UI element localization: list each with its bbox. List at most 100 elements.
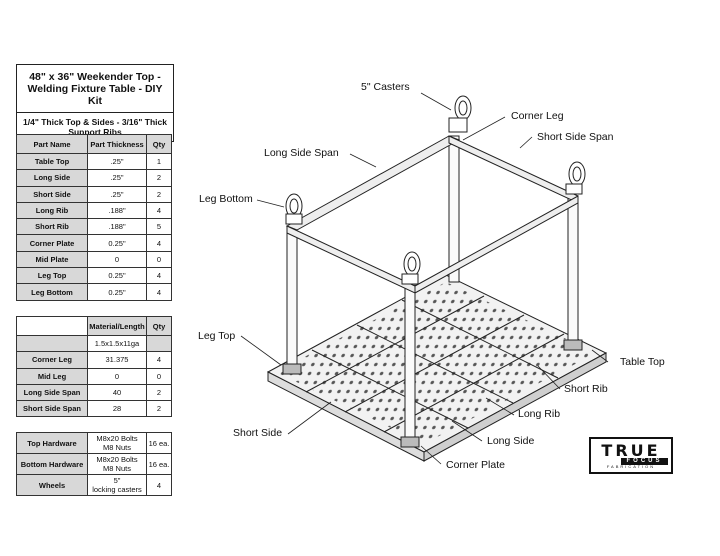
frame-qty: 2: [146, 383, 172, 402]
frame-qty: 0: [146, 367, 172, 385]
label-corner-plate: Corner Plate: [446, 459, 505, 471]
leader-corner-plate: [420, 445, 442, 465]
frame-part-name: Long Side Span: [16, 383, 88, 402]
parts-header-name: Part Name: [16, 134, 88, 154]
hardware-spec-line1: M8x20 Bolts: [96, 434, 138, 443]
caster: [565, 161, 586, 195]
frame-length: 0: [87, 367, 147, 385]
part-thickness: .25": [87, 169, 147, 187]
hardware-name: Top Hardware: [16, 432, 88, 454]
long-rib: [311, 349, 469, 429]
part-thickness: .188": [87, 218, 147, 236]
label-long-side-span: Long Side Span: [264, 147, 339, 159]
hardware-spec: 5"locking casters: [87, 474, 147, 496]
table-row: Wheels 5"locking casters 4: [16, 474, 172, 496]
frame-header-blank: [16, 316, 88, 336]
table-row: 1.5x1.5x11ga: [16, 334, 172, 353]
part-name: Long Side: [16, 169, 88, 187]
frame-part-name: Mid Leg: [16, 367, 88, 385]
corner-plate: [563, 339, 583, 351]
brand-logo: TRUE FOCUS FABRICATION: [589, 437, 673, 474]
corner-leg: [286, 225, 298, 369]
hardware-qty: 4: [146, 474, 172, 496]
part-thickness: 0.25": [87, 234, 147, 252]
logo-sub: FOCUS: [621, 458, 668, 465]
hardware-spec-line2: locking casters: [92, 485, 142, 494]
caster: [285, 193, 303, 225]
leader-short-side: [287, 401, 332, 435]
short-side-span: [286, 225, 416, 294]
part-qty: 1: [146, 152, 172, 171]
table-row: Long Side.25"2: [16, 169, 172, 187]
part-thickness: 0.25": [87, 267, 147, 285]
hardware-spec-line2: M8 Nuts: [103, 464, 131, 473]
hardware-spec-line2: M8 Nuts: [103, 443, 131, 452]
part-name: Table Top: [16, 152, 88, 171]
frame-part-name: Short Side Span: [16, 400, 88, 418]
hardware-name: Wheels: [16, 474, 88, 496]
frame-length: 31.375: [87, 351, 147, 369]
label-long-rib: Long Rib: [518, 408, 561, 420]
frame-qty: 4: [146, 351, 172, 369]
leader-long-rib: [485, 397, 515, 416]
corner-leg: [448, 135, 460, 283]
long-rib: [356, 324, 514, 404]
label-casters: 5" Casters: [361, 81, 410, 93]
label-short-side: Short Side: [233, 427, 283, 439]
label-leg-bottom: Leg Bottom: [199, 193, 253, 205]
part-name: Leg Top: [16, 267, 88, 285]
leader-casters: [420, 92, 452, 111]
leader-leg-bottom: [256, 199, 285, 208]
hardware-qty: 16 ea.: [146, 432, 172, 454]
corner-leg: [404, 283, 416, 443]
part-thickness: .188": [87, 201, 147, 220]
frame-header-row: Material/Length Qty: [16, 316, 172, 336]
table-row: Table Top.25"1: [16, 152, 172, 171]
part-thickness: 0.25": [87, 283, 147, 301]
label-corner-leg: Corner Leg: [511, 110, 564, 122]
parts-header-qty: Qty: [146, 134, 172, 154]
part-name: Corner Plate: [16, 234, 88, 252]
hardware-qty: 16 ea.: [146, 453, 172, 475]
frame-material: 1.5x1.5x11ga: [87, 334, 147, 353]
caster: [401, 251, 421, 285]
part-qty: 2: [146, 185, 172, 203]
part-qty: 4: [146, 267, 172, 285]
leader-short-rib: [537, 365, 561, 390]
part-qty: 4: [146, 283, 172, 301]
hardware-spec-line1: M8x20 Bolts: [96, 455, 138, 464]
table-isometric-drawing: [240, 92, 609, 465]
frame-length: 28: [87, 400, 147, 418]
leader-corner-leg: [462, 116, 506, 141]
table-row: Short Rib.188"5: [16, 218, 172, 236]
label-short-rib: Short Rib: [564, 383, 608, 395]
label-long-side: Long Side: [487, 435, 535, 447]
part-qty: 2: [146, 169, 172, 187]
short-side-span: [448, 135, 579, 204]
table-row: Long Rib.188"4: [16, 201, 172, 220]
part-name: Leg Bottom: [16, 283, 88, 301]
hardware-name: Bottom Hardware: [16, 453, 88, 475]
part-name: Short Side: [16, 185, 88, 203]
label-table-top: Table Top: [620, 356, 665, 368]
part-name: Short Rib: [16, 218, 88, 236]
part-qty: 5: [146, 218, 172, 236]
frame-part-name: Corner Leg: [16, 351, 88, 369]
part-thickness: .25": [87, 152, 147, 171]
part-qty: 0: [146, 250, 172, 269]
part-thickness: 0: [87, 250, 147, 269]
part-name: Mid Plate: [16, 250, 88, 269]
title-block: 48" x 36" Weekender Top - Welding Fixtur…: [16, 64, 174, 142]
frame-header-qty: Qty: [146, 316, 172, 336]
